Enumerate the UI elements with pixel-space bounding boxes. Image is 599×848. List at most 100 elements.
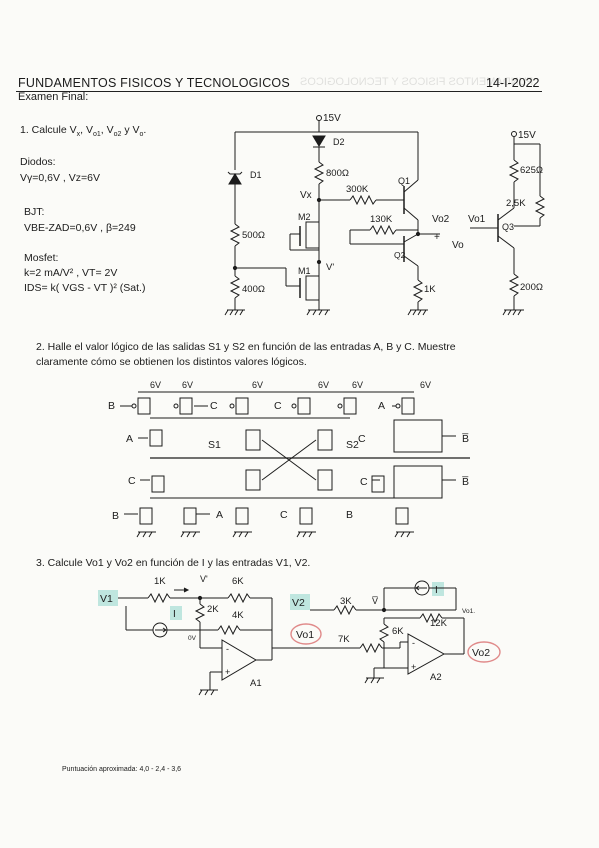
score-note: Puntuación aproximada: 4,0 - 2,4 - 3,6 [62,766,182,773]
vo2-label: Vo2 [432,214,450,225]
resistor-625 [508,159,520,183]
q2-nmos-row [139,507,409,525]
r500-label: 500Ω [242,230,265,241]
resistor-200 [508,273,520,297]
svg-text:B̅: B̅ [461,476,469,488]
q1-bjt-params: VBE-ZAD=0,6V , β=249 [24,222,136,234]
vprime-label: V' [326,262,334,273]
q2-label: Q2 [394,250,406,260]
r400-label: 400Ω [242,284,265,295]
r625-label: 625Ω [520,165,543,176]
q3-resistor-1k [147,592,171,604]
r1k-label: 1K [424,284,436,295]
opamp-a2 [407,633,446,675]
svg-text:6V: 6V [420,380,431,390]
q3-resistor-6k-b [378,623,390,643]
r1k-q3-label: 1K [154,576,166,587]
d1-label: D1 [250,170,262,180]
m1-label: M1 [298,266,311,276]
vo2-circle [467,641,501,663]
r2k5-label: 2,5K [506,198,526,209]
opamp-a1 [221,639,257,681]
q3-resistor-3k [333,604,357,616]
svg-text:+: + [411,662,416,672]
vx-label: Vx [300,190,312,201]
svg-text:A: A [216,509,223,521]
q2-prompt-line1: 2. Halle el valor lógico de las salidas … [36,341,456,353]
ov-label: 0V [188,635,197,642]
q3-prompt: 3. Calcule Vo1 y Vo2 en función de I y l… [36,557,311,569]
q3-input-v1: V1 [100,593,113,605]
svg-text:6V: 6V [182,380,193,390]
q1-diodes-title: Diodos: [20,156,56,168]
mosfet-m1 [305,275,320,301]
svg-text:+: + [225,667,230,677]
svg-text:A: A [378,400,385,412]
a1-label: A1 [250,678,262,689]
a2-label: A2 [430,672,442,683]
q2-output-s1: S1 [208,439,221,451]
vprime-q3-label: V' [200,574,208,584]
svg-text:I: I [435,585,438,596]
q3-resistor-2k [194,603,206,623]
svg-text:-: - [226,644,229,654]
svg-text:6V: 6V [150,380,161,390]
q3-current-i-label: I [173,609,176,620]
exam-subtitle: Examen Final: [18,91,89,103]
resistor-130k [369,224,397,236]
svg-text:C: C [280,509,288,521]
r2k-label: 2K [207,604,219,615]
r200-label: 200Ω [520,282,543,293]
q1-prompt: 1. Calcule Vx, Vo1, Vo2 y Vo. [20,124,147,139]
vo-label: Vo [452,240,464,251]
supply-label-2: 15V [518,130,536,141]
r4k-label: 4K [232,610,244,621]
svg-text:C: C [274,400,282,412]
q2-input-c-top: C [210,400,218,412]
r6k-b-label: 6K [392,626,404,637]
svg-text:A: A [126,433,133,445]
r300k-label: 300K [346,184,369,195]
r800-label: 800Ω [326,168,349,179]
header-rule [16,91,542,92]
r12k-label: 12K [430,618,448,629]
m2-label: M2 [298,212,311,222]
v1-highlight [98,590,118,606]
q3-output-vo2: Vo2 [472,647,490,659]
resistor-1k [412,279,424,303]
vbar-label: V̅ [372,596,378,606]
r6k-label: 6K [232,576,244,587]
resistor-300k [349,194,377,206]
q3-input-v2: V2 [292,597,305,609]
resistor-400 [229,275,241,299]
vo1-label: Vo1 [468,214,486,225]
r7k-label: 7K [338,634,350,645]
exam-date: 14-I-2022 [486,76,540,90]
svg-text:B: B [346,509,353,521]
svg-text:C: C [358,433,366,445]
r3k-label: 3K [340,596,352,607]
d2-label: D2 [333,137,345,147]
vo1-circle [290,623,322,645]
svg-text:B: B [112,510,119,522]
q1-mosfet-params1: k=2 mA/V² , VT= 2V [24,267,118,279]
q1-label: Q1 [398,176,410,186]
vo1-small-label: Vo1. [462,608,475,615]
q1-bjt-title: BJT: [24,206,45,218]
q1-diodes-params: Vγ=0,6V , Vz=6V [20,172,100,184]
diode-d2 [312,135,326,147]
q2-input-b-top: B [108,400,115,412]
q3-resistor-7k [359,642,383,654]
q3-resistor-12k [419,612,443,624]
q2-pmos-a [149,429,163,447]
svg-text:6V: 6V [252,380,263,390]
svg-text:B̅: B̅ [461,433,469,445]
q3-output-vo1: Vo1 [296,629,314,641]
resistor-500 [229,223,241,247]
exam-title: FUNDAMENTOS FISICOS Y TECNOLOGICOS [18,76,290,90]
svg-text:6V: 6V [318,380,329,390]
svg-text:-: - [412,638,415,648]
